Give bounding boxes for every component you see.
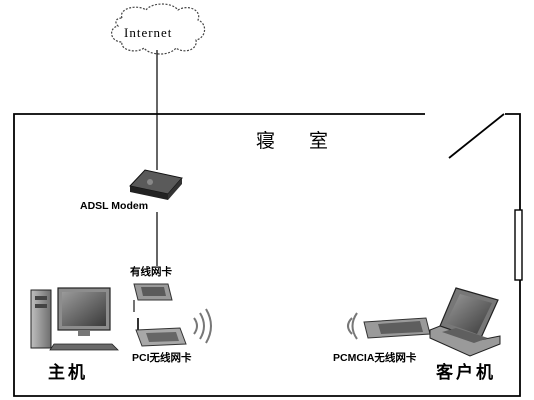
pcmcia-wireless-nic-label: PCMCIA无线网卡	[333, 352, 417, 364]
pcmcia-wireless-nic	[363, 317, 431, 339]
pci-wireless-nic	[135, 318, 187, 347]
client-laptop	[429, 287, 501, 357]
room-title: 寝 室	[256, 130, 343, 152]
wired-nic	[133, 283, 173, 312]
adsl-modem-label: ADSL Modem	[80, 200, 149, 212]
room-walls	[13, 113, 523, 397]
adsl-modem	[129, 169, 183, 200]
host-label: 主机	[48, 363, 88, 383]
internet-cloud	[111, 3, 206, 55]
pcmcia-wifi-waves-icon	[347, 312, 358, 340]
host-computer	[30, 287, 119, 351]
wired-nic-label: 有线网卡	[130, 266, 172, 278]
client-label: 客户机	[436, 363, 496, 383]
pci-wifi-waves-icon	[193, 308, 212, 344]
pci-wireless-nic-label: PCI无线网卡	[132, 352, 192, 364]
internet-label: Internet	[124, 25, 173, 40]
